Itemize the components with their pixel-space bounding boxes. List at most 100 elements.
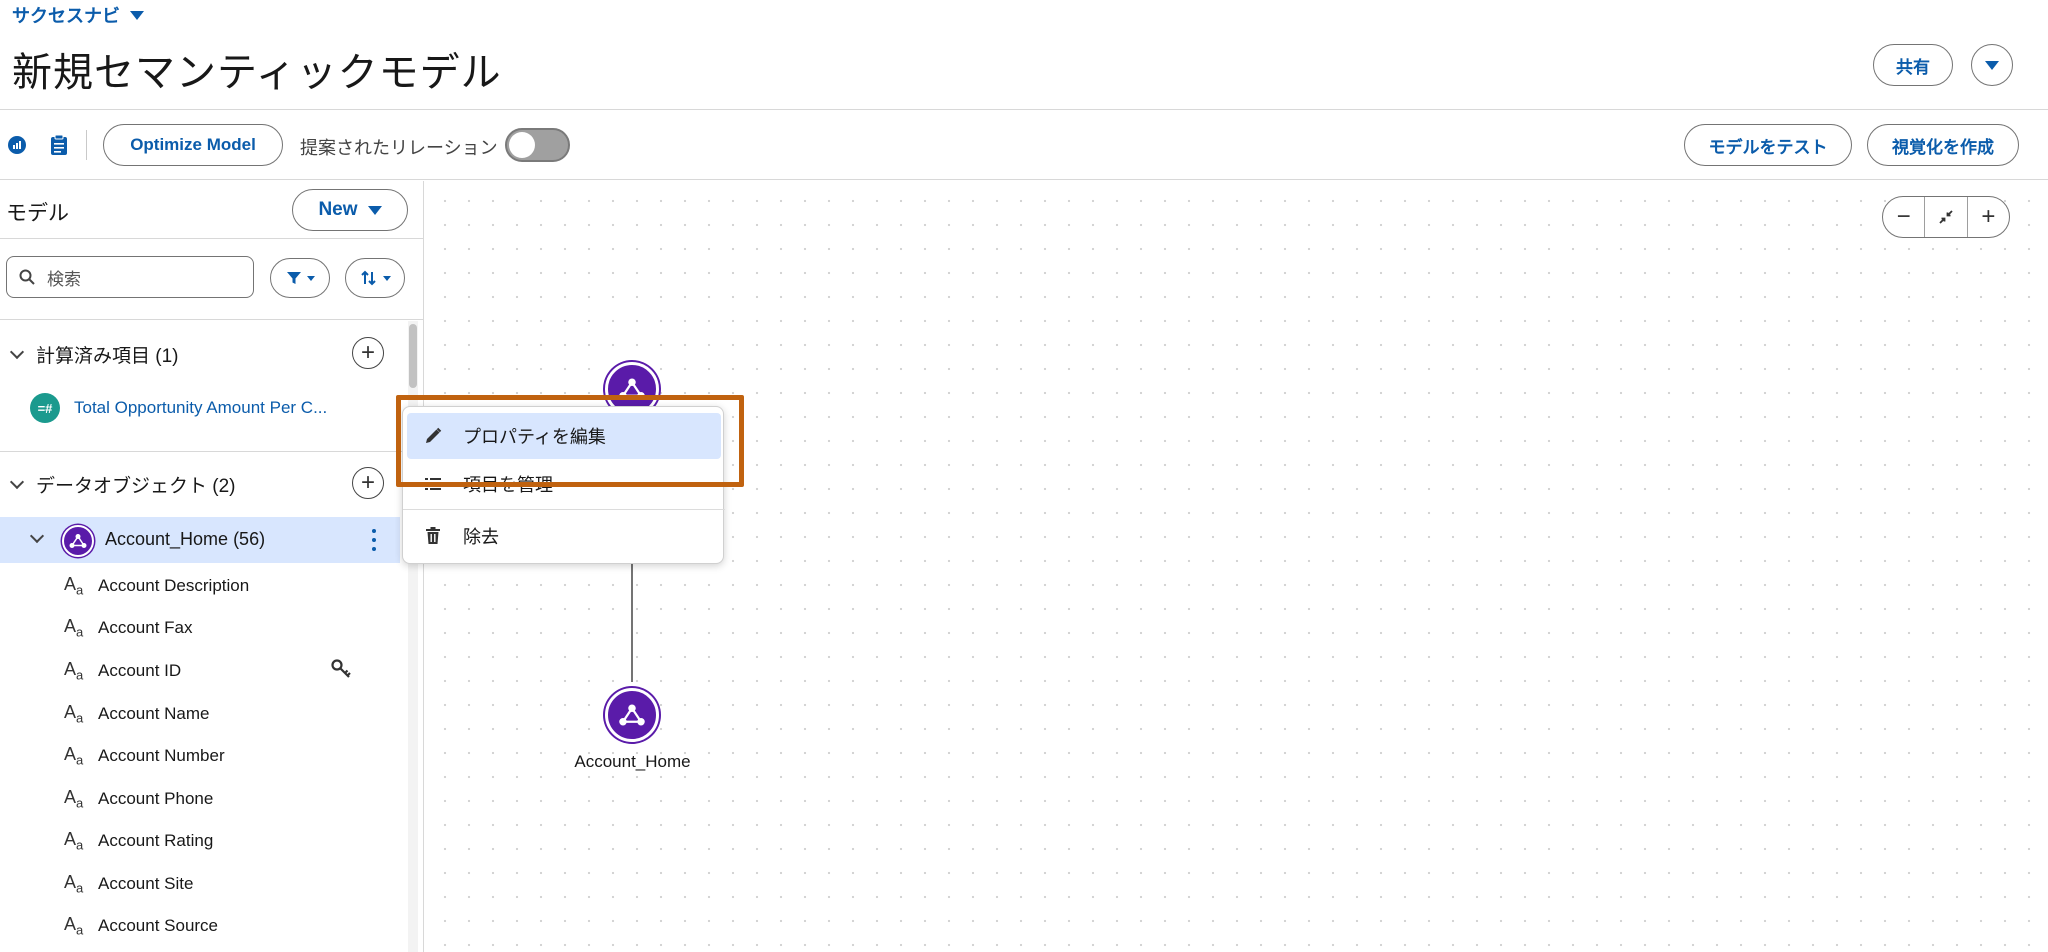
zoom-controls: − +	[1882, 196, 2010, 238]
field-label: Account Site	[98, 874, 194, 893]
pencil-icon	[426, 427, 442, 443]
data-object-label: Account_Home (56)	[105, 529, 266, 549]
page-title: 新規セマンティックモデル	[12, 51, 502, 95]
search-placeholder: 検索	[47, 269, 81, 289]
app-switcher[interactable]: サクセスナビ	[12, 2, 144, 28]
field-item[interactable]: Aa Account ID	[64, 656, 181, 686]
sidebar-title: モデル	[6, 202, 69, 225]
annotation-highlight-box	[396, 395, 744, 487]
data-objects-section-header[interactable]: データオブジェクト (2)	[9, 471, 236, 498]
text-field-icon: Aa	[64, 702, 84, 726]
field-label: Account Phone	[98, 789, 214, 808]
calculated-fields-title: 計算済み項目 (1)	[36, 346, 179, 367]
text-field-icon: Aa	[64, 659, 84, 683]
sort-icon	[360, 270, 376, 286]
trash-icon	[426, 527, 440, 544]
filter-icon	[286, 272, 301, 284]
field-item[interactable]: Aa Account Name	[64, 699, 210, 729]
clipboard-icon[interactable]	[48, 134, 70, 156]
toolbar-divider	[86, 130, 87, 160]
new-button[interactable]: New	[292, 189, 408, 231]
text-field-icon: Aa	[64, 872, 84, 896]
more-options-icon[interactable]	[370, 527, 378, 553]
field-item[interactable]: Aa Account Number	[64, 741, 225, 771]
sidebar-scrollbar[interactable]	[408, 321, 418, 952]
field-label: Account Name	[98, 704, 210, 723]
analytics-icon[interactable]	[6, 134, 28, 156]
field-label: Account ID	[98, 661, 182, 680]
test-model-button[interactable]: モデルをテスト	[1684, 124, 1852, 166]
field-label: Account Number	[98, 746, 225, 765]
data-objects-title: データオブジェクト (2)	[36, 476, 236, 497]
chevron-down-icon	[9, 344, 25, 360]
chevron-down-icon	[9, 474, 25, 490]
text-field-icon: Aa	[64, 574, 84, 598]
edit-properties-menu-item[interactable]: プロパティを編集	[407, 413, 721, 459]
collapse-icon	[1939, 210, 1953, 224]
key-icon	[330, 658, 352, 680]
model-sidebar: モデル New 検索 計算済み項目 (1) + =# Total Opport	[0, 181, 424, 952]
app-name: サクセスナビ	[12, 6, 120, 26]
data-object-icon	[62, 525, 94, 557]
field-item[interactable]: Aa Account Phone	[64, 784, 213, 814]
create-visualization-button[interactable]: 視覚化を作成	[1867, 124, 2019, 166]
chevron-down-icon	[306, 275, 315, 281]
toolbar: Optimize Model 提案されたリレーション モデルをテスト 視覚化を作…	[0, 110, 2048, 180]
share-button[interactable]: 共有	[1873, 44, 1953, 86]
text-field-icon: Aa	[64, 914, 84, 938]
zoom-in-button[interactable]: +	[1966, 197, 2009, 237]
chevron-down-icon	[1985, 60, 1999, 70]
chevron-down-icon	[130, 10, 144, 20]
search-input[interactable]: 検索	[6, 256, 254, 298]
calculated-field-item[interactable]: =# Total Opportunity Amount Per C...	[30, 393, 327, 423]
field-label: Account Rating	[98, 831, 214, 850]
chevron-down-icon	[367, 205, 382, 215]
sort-dropdown[interactable]	[345, 258, 405, 298]
divider	[0, 238, 423, 239]
field-label: Account Description	[98, 576, 250, 595]
new-button-label: New	[318, 199, 358, 220]
more-actions-button[interactable]	[1971, 44, 2013, 86]
menu-item-label: 除去	[463, 527, 499, 547]
search-icon	[19, 269, 35, 285]
text-field-icon: Aa	[64, 829, 84, 853]
chevron-down-icon	[382, 275, 391, 281]
divider	[0, 319, 423, 320]
calculated-number-icon: =#	[30, 393, 60, 423]
optimize-model-button[interactable]: Optimize Model	[103, 124, 283, 166]
menu-divider	[403, 509, 725, 510]
text-field-icon: Aa	[64, 787, 84, 811]
scrollbar-thumb[interactable]	[409, 324, 417, 388]
canvas-node-label: Account_Home	[574, 752, 691, 771]
chevron-down-icon[interactable]	[29, 528, 45, 544]
fit-to-screen-button[interactable]	[1924, 197, 1966, 237]
field-item[interactable]: Aa Account Site	[64, 869, 193, 899]
calculated-field-label: Total Opportunity Amount Per C...	[74, 398, 328, 417]
toggle-knob	[509, 132, 535, 158]
relationship-edge[interactable]	[631, 562, 633, 682]
menu-item-label: プロパティを編集	[463, 427, 606, 447]
add-data-object-button[interactable]: +	[352, 467, 384, 499]
field-item[interactable]: Aa Account Description	[64, 571, 249, 601]
suggested-relations-toggle[interactable]	[505, 128, 570, 162]
field-label: Account Fax	[98, 618, 193, 637]
field-item[interactable]: Aa Account Fax	[64, 613, 193, 643]
canvas-node-account-home[interactable]	[605, 688, 659, 742]
filter-dropdown[interactable]	[270, 258, 330, 298]
page-header: サクセスナビ 新規セマンティックモデル 共有	[0, 0, 2048, 110]
field-item[interactable]: Aa Account Rating	[64, 826, 213, 856]
zoom-out-button[interactable]: −	[1896, 203, 1911, 230]
data-object-icon	[619, 704, 645, 726]
calculated-fields-section-header[interactable]: 計算済み項目 (1)	[9, 341, 179, 368]
data-object-row[interactable]: Account_Home (56)	[0, 517, 400, 563]
suggested-relations-label: 提案されたリレーション	[300, 138, 498, 158]
field-label: Account Source	[98, 916, 219, 935]
field-item[interactable]: Aa Account Source	[64, 911, 218, 941]
add-calculated-field-button[interactable]: +	[352, 337, 384, 369]
remove-menu-item[interactable]: 除去	[407, 513, 721, 559]
text-field-icon: Aa	[64, 616, 84, 640]
text-field-icon: Aa	[64, 744, 84, 768]
divider	[0, 451, 423, 452]
model-canvas[interactable]	[425, 181, 2048, 952]
